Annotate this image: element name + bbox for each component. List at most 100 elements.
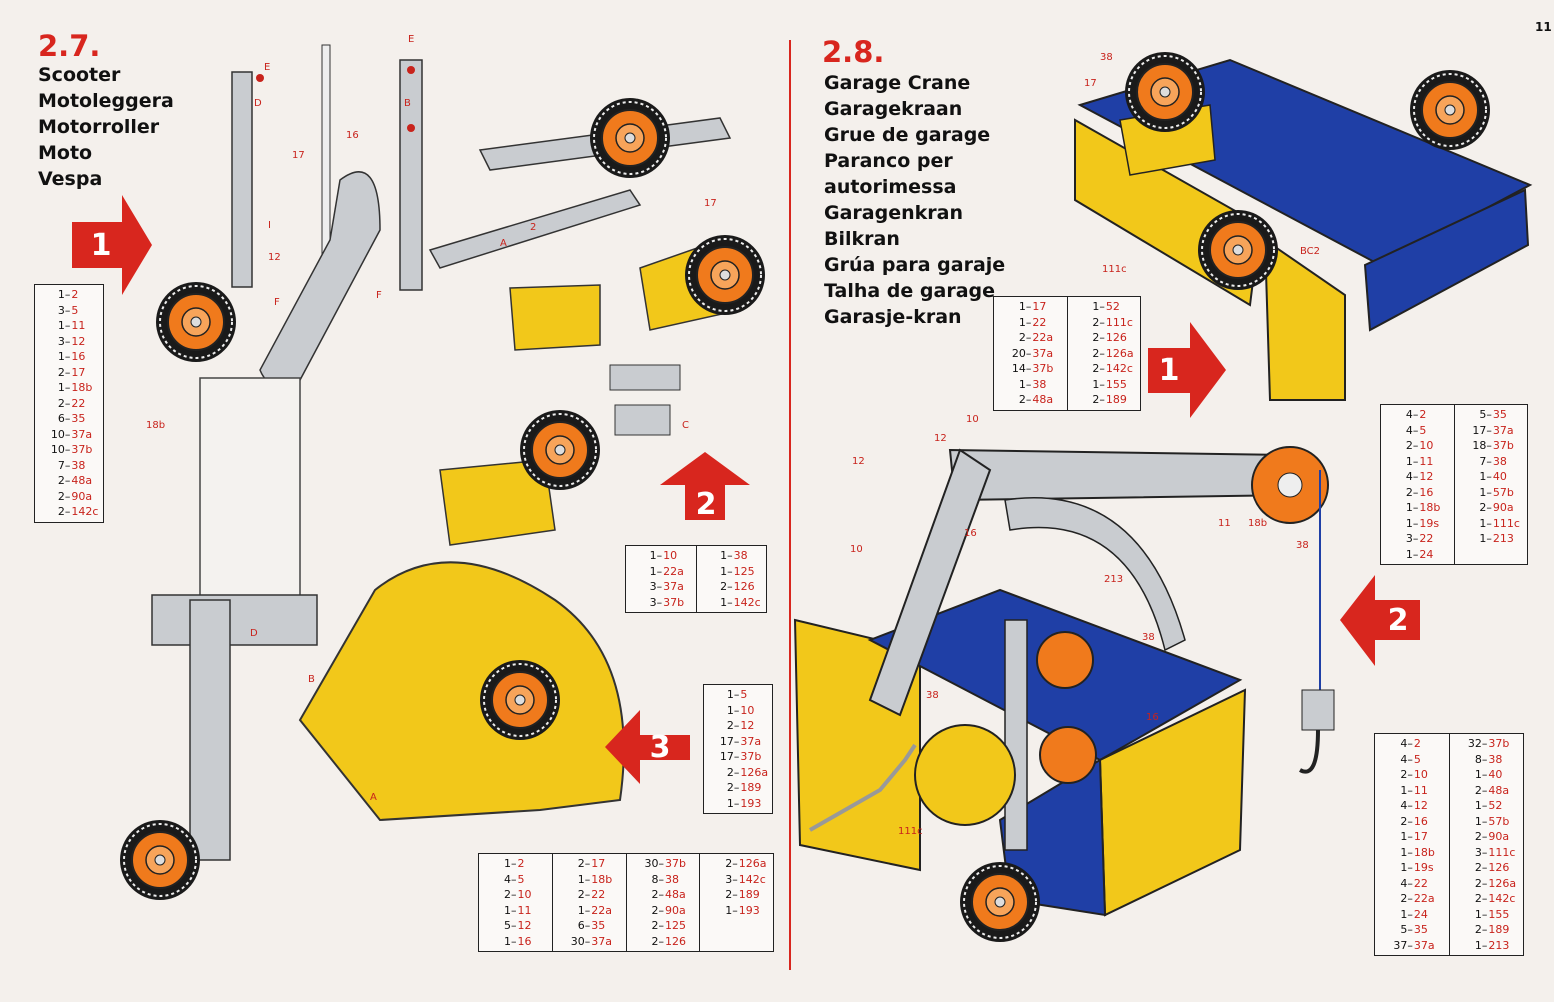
part-number: 125 [733,564,755,578]
part-number: 12 [517,919,532,932]
parts-row: 1–16 [479,934,552,950]
part-quantity: 2 [651,919,659,932]
part-number: 142c [1488,892,1516,905]
parts-row: 4–22 [1375,876,1449,892]
part-quantity: 2 [1474,923,1482,936]
part-number: 37a [591,934,612,948]
part-number: 48a [665,888,686,901]
model-name: Talha de garage [824,280,996,302]
separator-dash: – [1412,439,1419,452]
parts-row: 4–12 [1381,469,1454,485]
step-number-2: 2 [695,487,717,522]
separator-dash: – [584,934,591,948]
parts-row: 1–52 [1450,798,1524,814]
part-quantity: 1 [649,549,657,562]
part-number: 17 [1032,300,1047,313]
separator-dash: – [658,903,665,917]
separator-dash: – [1025,377,1032,391]
part-quantity: 3 [57,334,65,348]
separator-dash: – [64,458,71,472]
parts-row: 1–38 [994,377,1067,393]
separator-dash: – [658,934,665,948]
part-number: 11 [71,319,86,332]
separator-dash: – [64,474,71,487]
part-number: 22 [1413,876,1428,890]
separator-dash: – [64,489,71,503]
part-quantity: 2 [1474,830,1482,843]
model-name: autorimessa [824,176,957,198]
model-name: Paranco per [824,150,953,172]
separator-dash: – [1025,362,1032,375]
part-quantity: 1 [1405,454,1413,468]
step-number-3: 3 [649,730,671,765]
part-label: 18b [1248,518,1268,529]
parts-row: 2–22a [1375,891,1449,907]
separator-dash: – [1412,547,1419,561]
separator-dash: – [584,888,591,901]
parts-row: 1–17 [1375,829,1449,845]
part-number: 16 [1413,814,1428,828]
parts-row: 2–126 [627,934,700,950]
part-number: 37b [1488,737,1510,750]
parts-row: 2–189 [704,780,772,796]
parts-row: 1–213 [1450,938,1524,954]
parts-row: 8–38 [627,872,700,888]
part-quantity: 6 [577,919,585,932]
part-label: B [404,98,411,109]
parts-row: 2–142c [1068,361,1141,377]
part-number: 5 [740,688,748,701]
part-quantity: 3 [1405,532,1413,545]
part-quantity: 14 [1011,362,1026,375]
part-quantity: 2 [720,580,728,593]
parts-row: 4–5 [1381,423,1454,439]
part-number: 11 [1413,783,1428,797]
parts-row: 2–126a [700,856,773,872]
part-number: 37b [1492,439,1514,452]
parts-row: 17–37a [1455,423,1528,439]
part-quantity: 1 [726,688,734,701]
part-quantity: 2 [1092,362,1100,375]
part-quantity: 5 [1400,923,1408,936]
part-number: 22a [591,903,612,917]
parts-row: 2–90a [1455,500,1528,516]
separator-dash: – [733,765,740,779]
part-quantity: 2 [651,903,659,917]
part-number: 10 [517,888,532,901]
separator-dash: – [584,919,591,932]
parts-row: 2–22a [994,330,1067,346]
part-quantity: 2 [1092,393,1100,406]
separator-dash: – [732,903,738,917]
separator-dash: – [733,719,740,732]
parts-row: 2–126 [1450,860,1524,876]
part-quantity: 1 [1400,845,1408,859]
separator-dash: – [1486,439,1492,452]
part-label: 213 [1104,574,1124,585]
separator-dash: – [1407,938,1413,952]
parts-row: 1–19s [1375,860,1449,876]
parts-row: 2–126a [1450,876,1524,892]
model-name: Garagekraan [824,98,963,120]
parts-row: 2–16 [1375,814,1449,830]
parts-row: 1–11 [35,318,103,334]
separator-dash: – [732,888,738,901]
part-number: 52 [1105,300,1120,313]
separator-dash: – [584,872,591,886]
parts-row: 2–111c [1068,315,1141,331]
part-quantity: 1 [725,903,733,917]
part-quantity: 2 [1474,783,1482,797]
part-label: A [500,238,507,249]
part-number: 16 [517,934,532,948]
separator-dash: – [1486,501,1492,514]
separator-dash: – [1407,799,1413,812]
part-label: F [274,297,280,308]
part-quantity: 4 [1400,752,1408,766]
parts-row: 7–38 [1455,454,1528,470]
part-quantity: 1 [1405,516,1413,530]
separator-dash: – [1025,315,1032,329]
part-quantity: 3 [57,303,65,317]
part-number: 16 [1419,485,1434,499]
